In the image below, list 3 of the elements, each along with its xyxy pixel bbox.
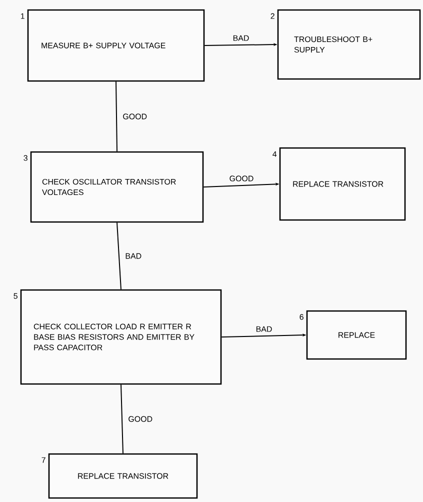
connector [116, 81, 118, 152]
connector [116, 222, 122, 290]
connector [120, 384, 124, 454]
